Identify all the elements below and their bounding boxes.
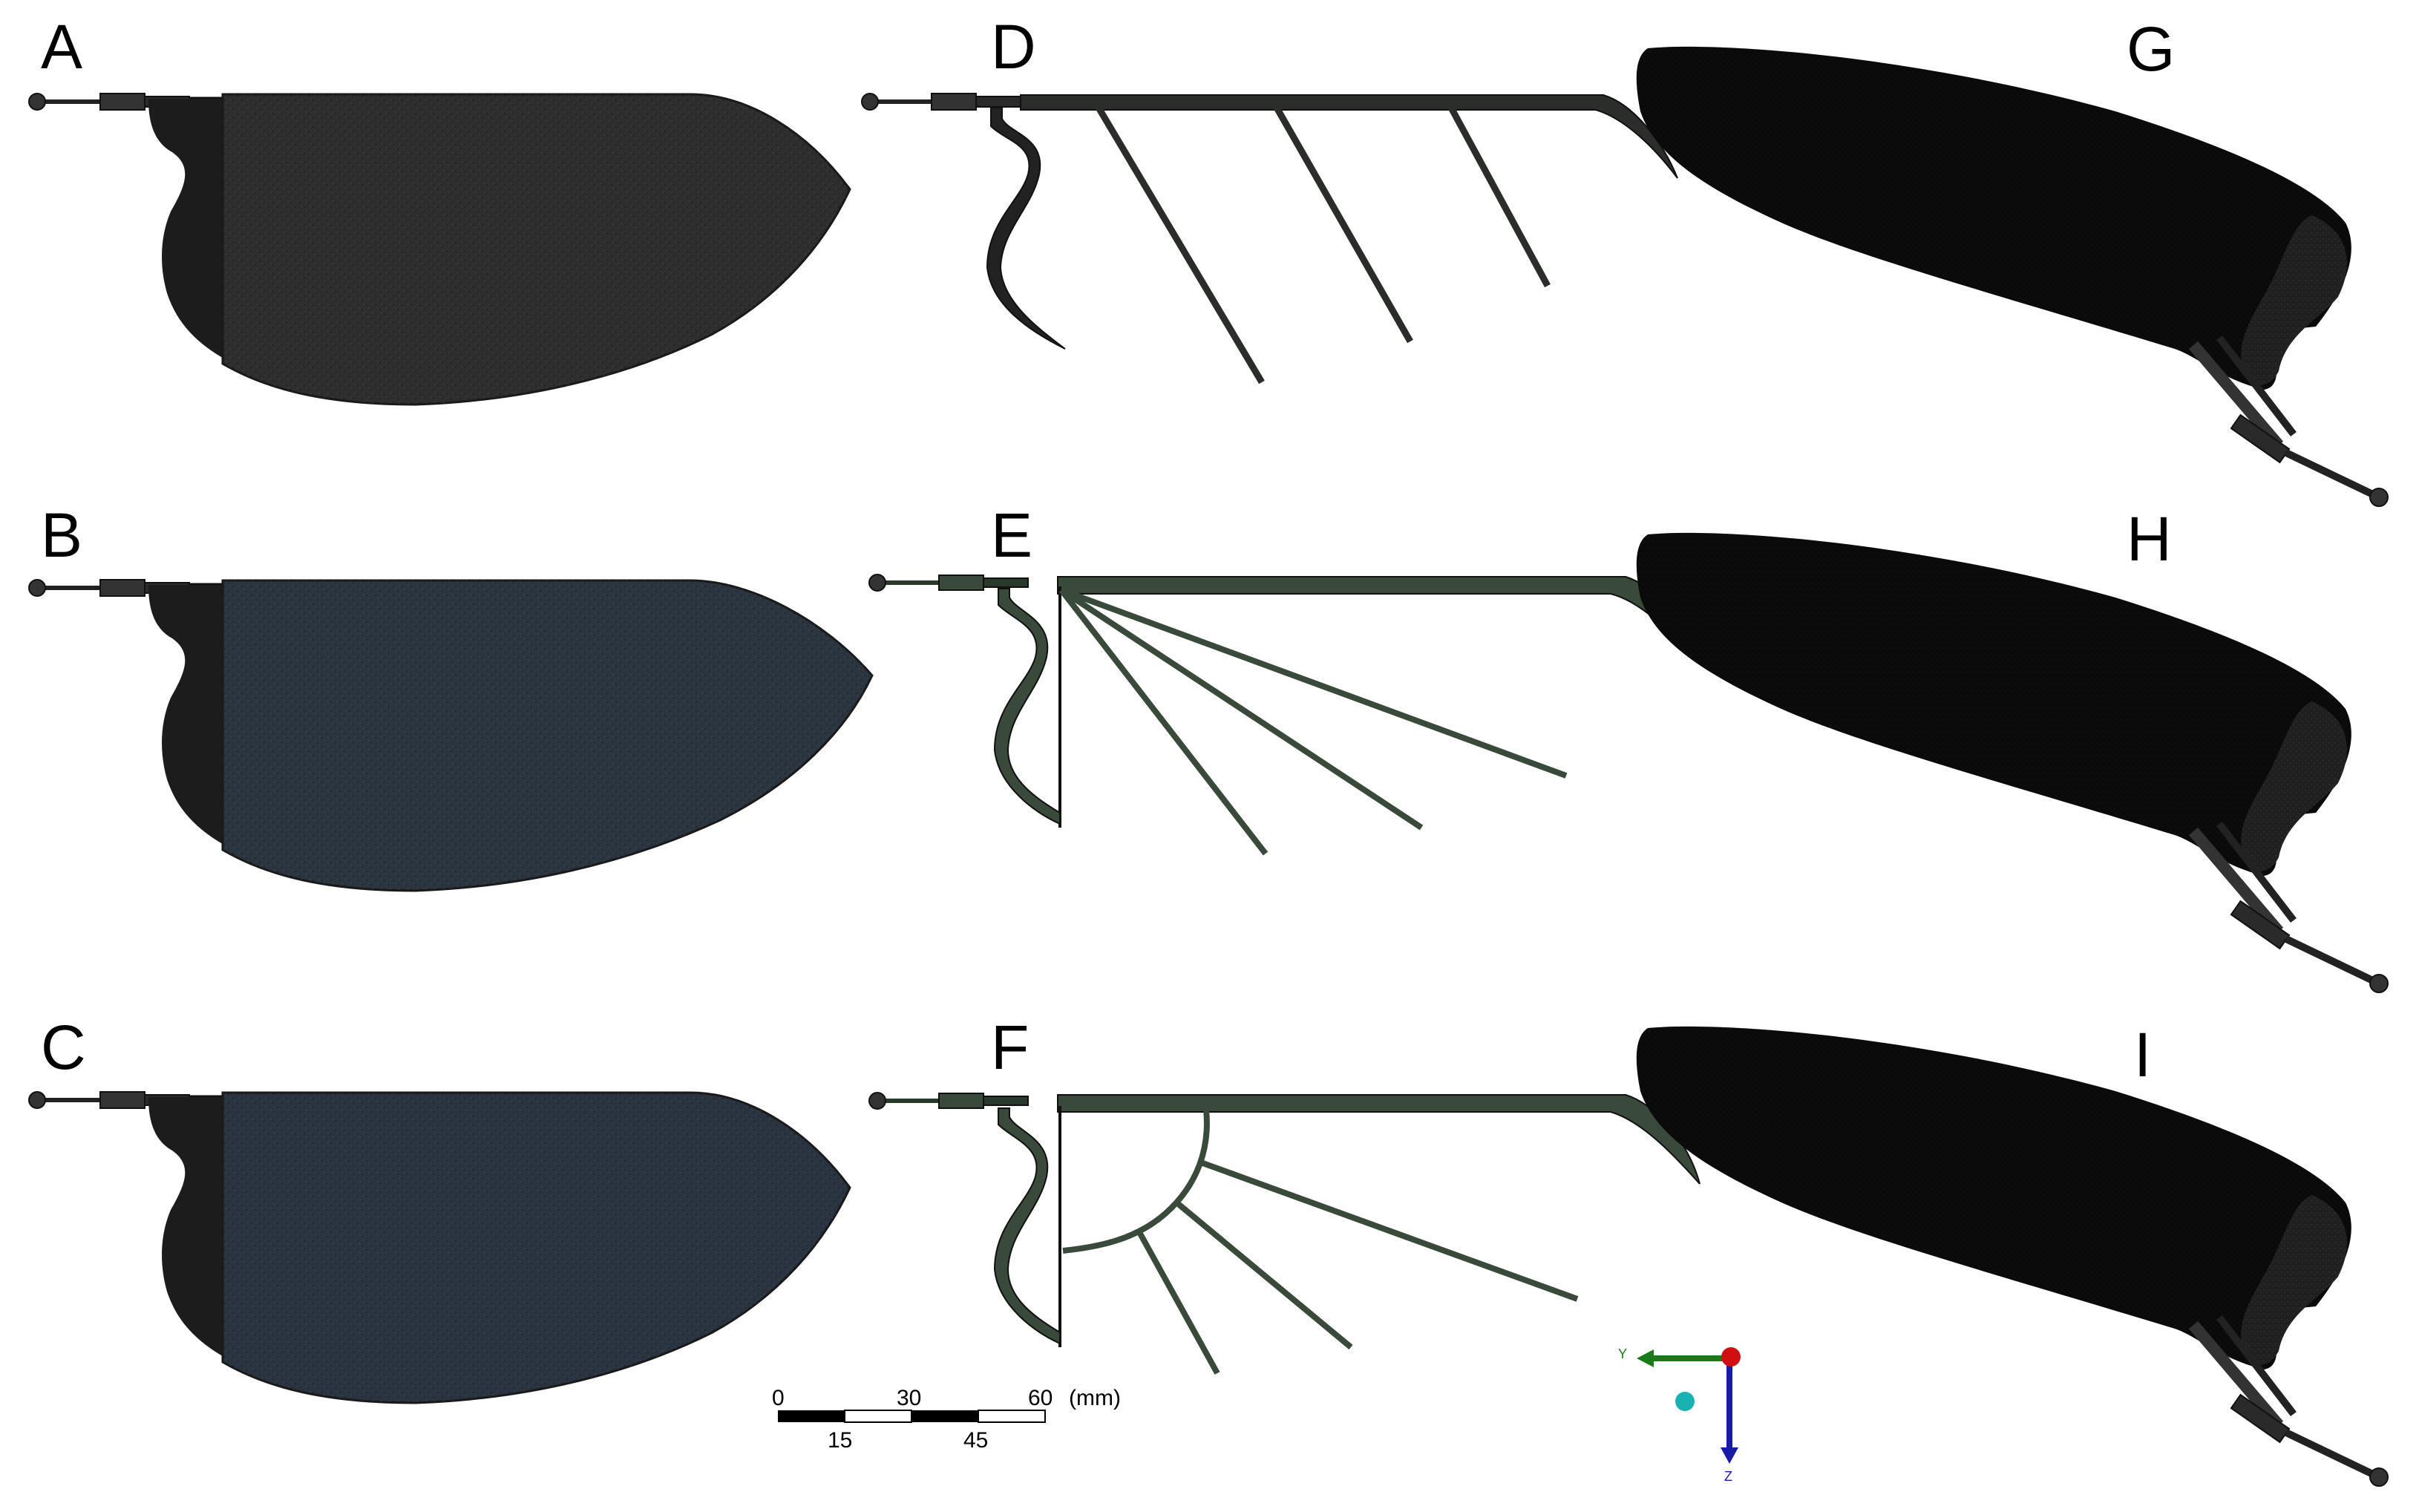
panel-label-i: I xyxy=(2134,1020,2151,1090)
panel-label-a: A xyxy=(41,12,82,82)
panel-label-d: D xyxy=(991,12,1036,82)
vein-1 xyxy=(1058,588,1269,856)
spoke-1 xyxy=(1136,1231,1220,1375)
root-curve-vein xyxy=(993,588,1061,825)
leading-edge-vein xyxy=(1057,1094,1700,1185)
panel-b-wing xyxy=(29,580,874,892)
origin-marker xyxy=(1721,1347,1741,1367)
scale-bar: 0 30 60 (mm) 15 45 xyxy=(772,1386,1121,1453)
panel-label-c: C xyxy=(41,1012,86,1082)
wing-root-lobe xyxy=(148,99,226,360)
root-curve-vein xyxy=(993,1107,1061,1345)
spoke-2 xyxy=(1174,1200,1353,1350)
vein-3 xyxy=(1060,587,1568,779)
panel-e-veins xyxy=(868,574,1700,856)
scale-unit: (mm) xyxy=(1069,1386,1121,1410)
scale-tick-0: 0 xyxy=(772,1386,785,1410)
panel-label-b: B xyxy=(41,500,82,570)
vein-2 xyxy=(1274,105,1413,344)
vein-2 xyxy=(1059,587,1424,831)
panel-label-g: G xyxy=(2127,14,2175,84)
axis-triad: Y Z xyxy=(1618,1346,1741,1484)
vein-1 xyxy=(1096,105,1265,384)
panel-label-h: H xyxy=(2127,504,2172,574)
panel-f-veins xyxy=(868,1092,1700,1375)
leading-edge-vein xyxy=(1020,94,1678,179)
pivot-marker xyxy=(1675,1392,1695,1411)
panel-label-f: F xyxy=(991,1012,1029,1082)
vein-3 xyxy=(1448,105,1551,288)
wing-root-lobe xyxy=(148,585,226,846)
panel-i-wing-3d xyxy=(1637,1027,2388,1486)
y-axis-label: Y xyxy=(1618,1346,1627,1361)
scale-tick-30: 30 xyxy=(897,1386,921,1410)
semicircle-vein xyxy=(1062,1109,1210,1254)
panel-g-wing-3d xyxy=(1636,46,2389,507)
z-axis-label: Z xyxy=(1724,1469,1732,1484)
panel-d-veins xyxy=(861,93,1678,384)
spoke-3 xyxy=(1197,1159,1579,1302)
panel-c-wing xyxy=(29,1092,851,1404)
panel-label-e: E xyxy=(991,500,1032,570)
root-curve-vein xyxy=(986,107,1066,350)
scale-tick-15: 15 xyxy=(828,1428,852,1453)
wing-root-lobe xyxy=(148,1097,226,1358)
scale-tick-60: 60 xyxy=(1028,1386,1053,1410)
scale-tick-45: 45 xyxy=(963,1428,988,1453)
panel-a-wing xyxy=(29,94,851,406)
panel-h-wing-3d xyxy=(1637,533,2388,992)
